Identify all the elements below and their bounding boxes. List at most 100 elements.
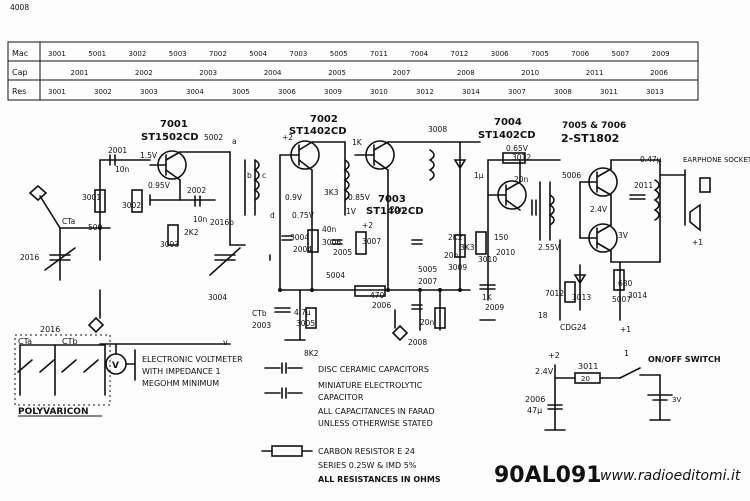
component-value: 3V (618, 231, 629, 240)
component-value: a (232, 137, 237, 146)
component-value: 0.65V (506, 144, 529, 153)
component-value: 3K3 (460, 243, 475, 252)
table-cell: 7012 (451, 50, 469, 58)
table-cell: 7004 (410, 50, 428, 58)
table-cell: 3004 (186, 88, 204, 96)
component-value: 1.5V (140, 151, 158, 160)
legend-text: WITH IMPEDANCE 1 (142, 367, 221, 376)
legend-text: UNLESS OTHERWISE STATED (318, 419, 433, 428)
component-value: 2011 (634, 181, 653, 190)
legend-text: DISC CERAMIC CAPACITORS (318, 365, 429, 374)
component-value: 2009 (485, 303, 504, 312)
varicon-label: 2016 (40, 325, 60, 334)
component-value: 5007 (612, 295, 631, 304)
component-value: 2.4V (590, 205, 608, 214)
component-value: +1 (620, 325, 631, 334)
component-value: 20n (514, 175, 529, 184)
component-value: 0.85V (348, 193, 371, 202)
table-cell: 3007 (508, 88, 526, 96)
component-value: 20n (390, 205, 405, 214)
supply-label: 3011 (578, 362, 598, 371)
table-cell: 7002 (209, 50, 227, 58)
component-value: 2003 (252, 321, 271, 330)
component-value: 7012 (545, 289, 564, 298)
legend-text: CARBON RESISTOR E 24 (318, 447, 415, 456)
component-value: 2K2 (184, 228, 199, 237)
legend-text: ALL RESISTANCES IN OHMS (318, 475, 441, 484)
circuit-wiring (28, 140, 711, 342)
component-value: 3010 (478, 255, 497, 264)
table-cell: 5004 (249, 50, 267, 58)
component-value: 470 (370, 291, 385, 300)
transistor-type: ST1402CD (478, 130, 536, 141)
component-value: 4008 (10, 3, 29, 12)
component-value: 3K3 (324, 188, 339, 197)
component-value: 2.55V (538, 243, 561, 252)
component-value: 3004 (208, 293, 227, 302)
table-cell: 2003 (199, 69, 217, 77)
legend-text: SERIES 0.25W & IMD 5% (318, 461, 417, 470)
component-value: 3009 (448, 263, 467, 272)
table-row-label: Res (12, 87, 26, 96)
component-value: 1K (352, 138, 363, 147)
component-value: 0.47μ (640, 155, 662, 164)
component-value: 2016 (20, 253, 39, 262)
component-value: 5002 (204, 133, 223, 142)
legend: V v ELECTRONIC VOLTMETER WITH IMPEDANCE … (99, 338, 441, 484)
component-value: 150 (494, 233, 509, 242)
table-cell: 7011 (370, 50, 388, 58)
table-cell: 3006 (491, 50, 509, 58)
transistor-ref: 7002 (310, 114, 338, 125)
table-cell: 3001 (48, 88, 66, 96)
component-value: CTa (62, 217, 75, 226)
supply-label: +2 (548, 351, 560, 360)
table-cell: 3005 (232, 88, 250, 96)
website-watermark: www.radioeditomi.it (600, 468, 741, 484)
component-value: 680 (618, 279, 633, 288)
component-value: 5004 (326, 271, 345, 280)
component-value: 2K2 (448, 233, 463, 242)
component-value: 0.9V (285, 193, 303, 202)
component-value: 3007 (362, 237, 381, 246)
component-value: +2 (362, 221, 373, 230)
table-cell: 3006 (278, 88, 296, 96)
legend-text: ELECTRONIC VOLTMETER (142, 355, 243, 364)
table-cell: 3008 (554, 88, 572, 96)
table-cell: 2005 (328, 69, 346, 77)
table-cell: 5001 (88, 50, 106, 58)
component-value: 2008 (408, 338, 427, 347)
table-cell: 5005 (330, 50, 348, 58)
table-cell: 7003 (290, 50, 308, 58)
component-value: 2010 (496, 248, 515, 257)
component-value: CTb (252, 309, 267, 318)
table-cell: 3010 (370, 88, 388, 96)
component-value: +2 (282, 133, 293, 142)
component-value: 5006 (562, 171, 581, 180)
component-value: 3006 (322, 238, 341, 247)
legend-text: MINIATURE ELECTROLYTIC (318, 381, 423, 390)
component-value: 3012 (512, 153, 531, 162)
component-value: 1V (346, 207, 357, 216)
table-cell: 3009 (324, 88, 342, 96)
component-value: 2002 (187, 186, 206, 195)
component-value: 3014 (628, 291, 647, 300)
component-value: 2004 (293, 245, 312, 254)
component-value: CDG24 (560, 323, 587, 332)
onoff-label: ON/OFF SWITCH (648, 355, 721, 364)
component-value: 2016b (210, 218, 234, 227)
component-value: 10n (115, 165, 130, 174)
component-labels: 200110n1.5V0.95V30012016CTa50030022K2300… (10, 3, 703, 358)
table-cell: 2002 (135, 69, 153, 77)
component-value: 3003 (160, 240, 179, 249)
table-cell: 3003 (140, 88, 158, 96)
component-value: c (262, 171, 266, 180)
table-cell: 3002 (94, 88, 112, 96)
table-cell: 3011 (600, 88, 618, 96)
component-value: 10n (193, 215, 208, 224)
table-row-label: Mac (12, 49, 28, 58)
component-value: 3004 (290, 233, 309, 242)
component-value: 3013 (572, 293, 591, 302)
